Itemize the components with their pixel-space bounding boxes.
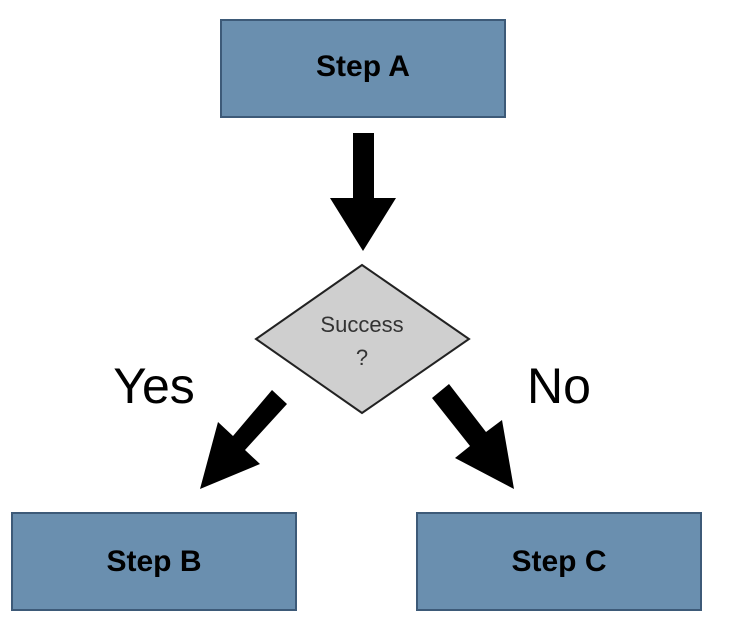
step-b-node: Step B bbox=[11, 512, 297, 611]
arrow-decision-to-step-c bbox=[432, 384, 514, 489]
decision-node: Success ? bbox=[254, 263, 471, 415]
step-c-box bbox=[416, 512, 702, 611]
step-c-node: Step C bbox=[416, 512, 702, 611]
decision-diamond bbox=[254, 263, 471, 415]
step-c-label: Step C bbox=[511, 545, 606, 578]
yes-branch-label: Yes bbox=[113, 358, 195, 414]
step-a-box bbox=[220, 19, 506, 118]
step-b-label: Step B bbox=[106, 545, 201, 578]
no-branch-label: No bbox=[527, 358, 591, 414]
arrow-a-to-decision bbox=[330, 133, 396, 251]
step-b-box bbox=[11, 512, 297, 611]
step-a-node: Step A bbox=[220, 19, 506, 118]
step-a-label: Step A bbox=[316, 50, 410, 83]
decision-label-line1: Success bbox=[320, 312, 403, 337]
decision-label-line2: ? bbox=[356, 345, 368, 370]
arrow-decision-to-step-b bbox=[200, 390, 287, 489]
